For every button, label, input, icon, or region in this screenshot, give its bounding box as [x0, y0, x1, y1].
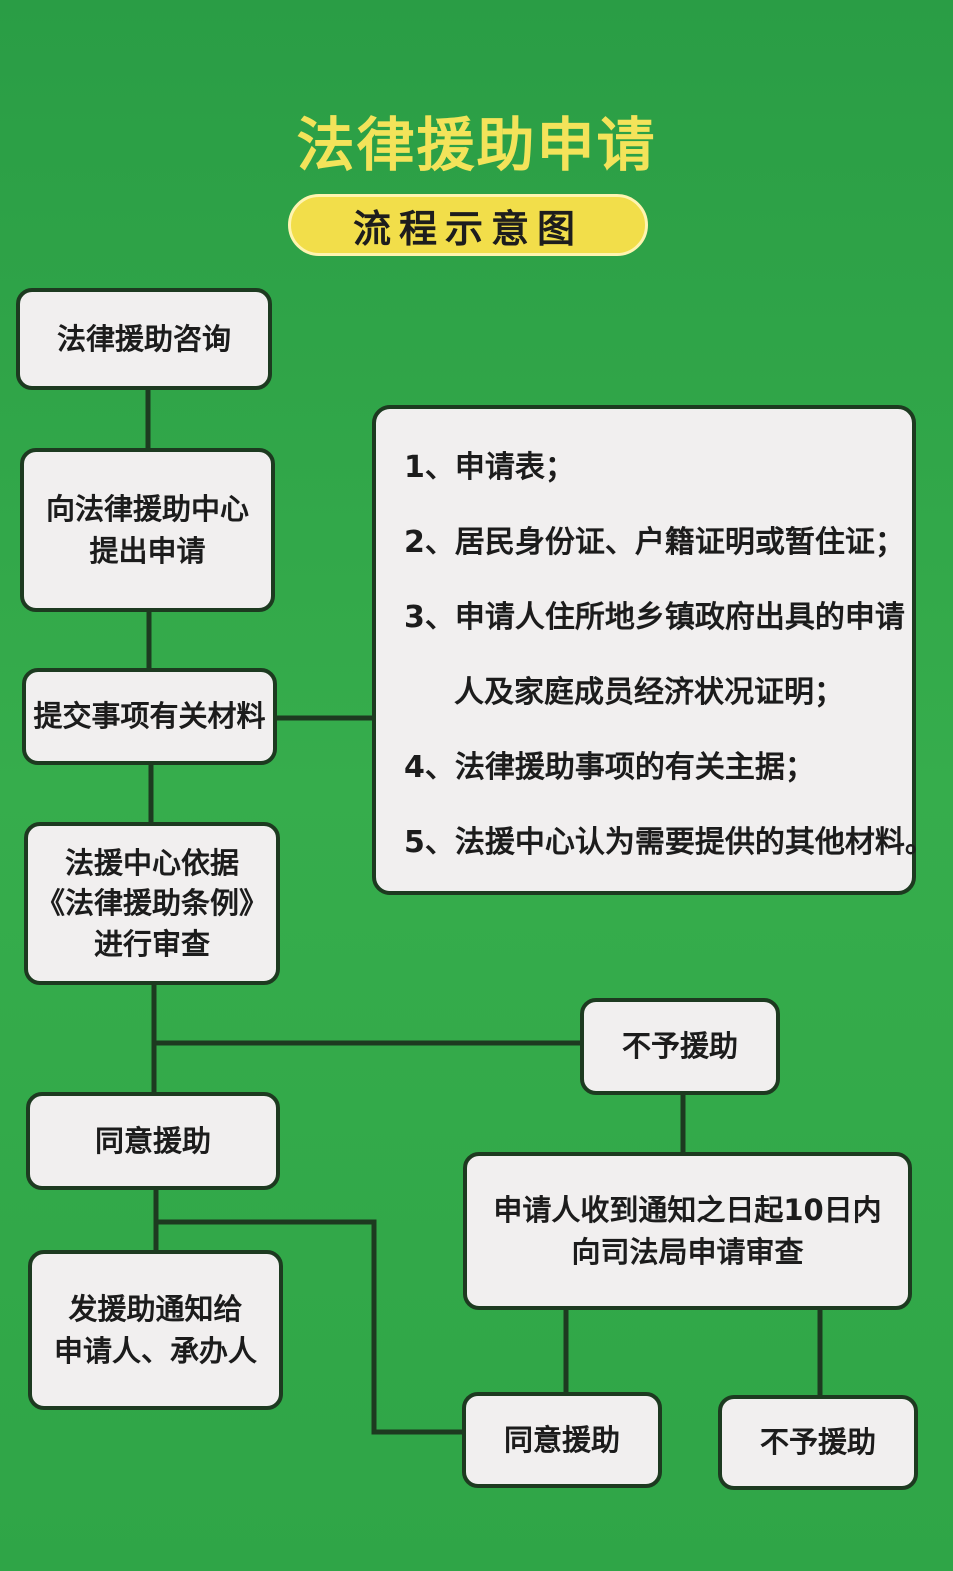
materials-item: 4、法律援助事项的有关主据； — [404, 750, 815, 785]
node-apply-line: 提出申请 — [89, 534, 206, 568]
materials-item: 2、居民身份证、户籍证明或暂住证； — [404, 525, 905, 560]
page-title: 法律援助申请 — [296, 111, 657, 179]
node-notify-line: 发援助通知给 — [68, 1291, 243, 1326]
node-appeal-approve: 同意援助 — [462, 1392, 662, 1488]
materials-item: 5、法援中心认为需要提供的其他材料。 — [404, 825, 935, 860]
node-apply: 向法律援助中心提出申请 — [20, 448, 275, 612]
materials-list: 1、申请表； 2、居民身份证、户籍证明或暂住证； 3、申请人住所地乡镇政府出具的… — [372, 405, 935, 895]
node-apply-line: 向法律援助中心 — [45, 491, 249, 526]
node-consult: 法律援助咨询 — [16, 288, 272, 390]
node-approve: 同意援助 — [26, 1092, 280, 1190]
node-appeal: 申请人收到通知之日起10日内向司法局申请审查 — [463, 1152, 912, 1310]
node-appeal-reject: 不予援助 — [718, 1395, 918, 1490]
node-notify-line: 申请人、承办人 — [53, 1334, 257, 1368]
node-appeal-line: 申请人收到通知之日起10日内 — [493, 1192, 882, 1227]
subtitle-badge: 流程示意图 — [288, 194, 648, 256]
node-review-line: 《法律援助条例》 — [35, 886, 268, 921]
node-appeal-line: 向司法局申请审查 — [571, 1235, 804, 1269]
node-notify: 发援助通知给申请人、承办人 — [28, 1250, 283, 1410]
node-submit: 提交事项有关材料 — [22, 668, 277, 765]
node-review-line: 法援中心依据 — [64, 845, 239, 880]
materials-item: 3、申请人住所地乡镇政府出具的申请 — [404, 600, 905, 635]
materials-item: 1、申请表； — [404, 450, 575, 485]
node-review: 法援中心依据《法律援助条例》进行审查 — [24, 822, 280, 985]
node-reject: 不予援助 — [580, 998, 780, 1095]
materials-item-continued: 人及家庭成员经济状况证明； — [454, 675, 844, 710]
node-review-line: 进行审查 — [93, 926, 210, 961]
